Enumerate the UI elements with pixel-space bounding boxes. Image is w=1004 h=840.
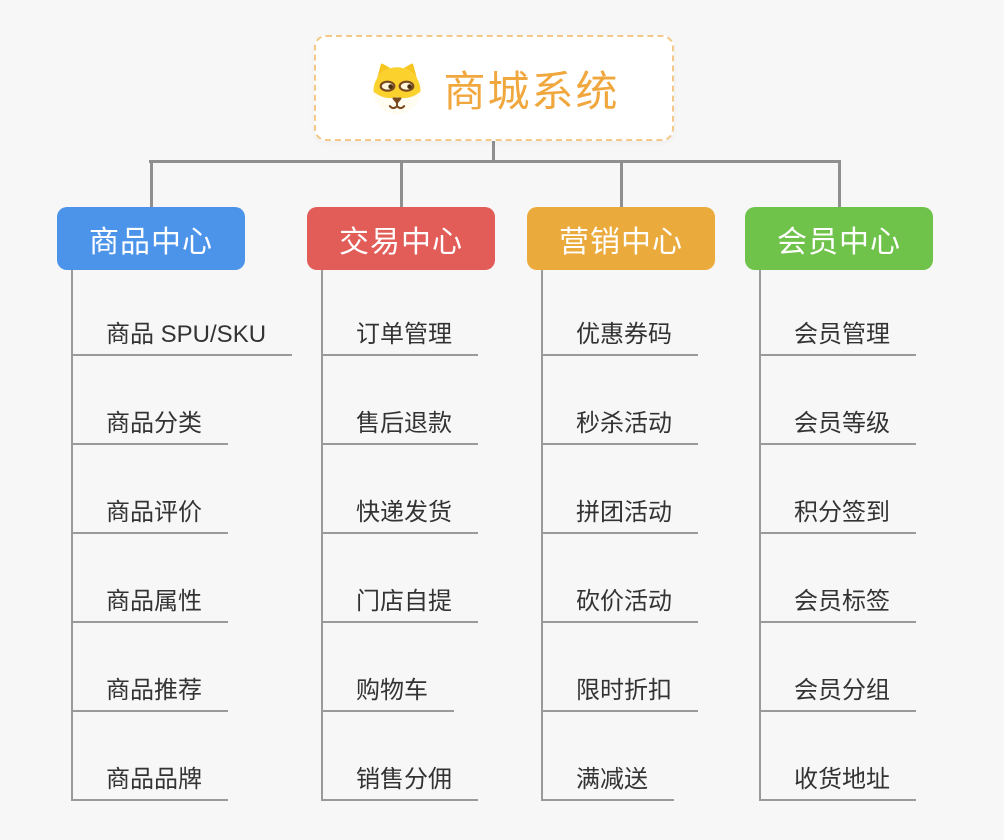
child-node[interactable]: 购物车 (321, 675, 454, 712)
branch-spine (321, 270, 323, 801)
branch-connector-stub (837, 160, 841, 207)
branch-node-1[interactable]: 商品中心 (57, 207, 245, 270)
child-node[interactable]: 商品品牌 (71, 764, 228, 801)
root-node[interactable]: 商城系统 (314, 35, 674, 141)
branch-node-4[interactable]: 会员中心 (745, 207, 933, 270)
child-node[interactable]: 会员管理 (759, 319, 916, 356)
branch-connector-stub (149, 160, 153, 207)
child-node[interactable]: 销售分佣 (321, 764, 478, 801)
root-connector-stub (492, 140, 495, 163)
child-node[interactable]: 商品评价 (71, 497, 228, 534)
child-node[interactable]: 限时折扣 (541, 675, 698, 712)
child-node[interactable]: 积分签到 (759, 497, 916, 534)
child-node[interactable]: 商品属性 (71, 586, 228, 623)
child-node[interactable]: 商品分类 (71, 408, 228, 445)
child-node[interactable]: 会员等级 (759, 408, 916, 445)
branch-connector-stub (399, 160, 403, 207)
child-node[interactable]: 门店自提 (321, 586, 478, 623)
child-node[interactable]: 优惠券码 (541, 319, 698, 356)
child-node[interactable]: 会员标签 (759, 586, 916, 623)
child-node[interactable]: 砍价活动 (541, 586, 698, 623)
branch-spine (71, 270, 73, 801)
child-node[interactable]: 会员分组 (759, 675, 916, 712)
branch-connector-stub (619, 160, 623, 207)
child-node[interactable]: 快递发货 (321, 497, 478, 534)
child-node[interactable]: 商品 SPU/SKU (71, 319, 293, 356)
branch-node-3[interactable]: 营销中心 (527, 207, 715, 270)
root-title: 商城系统 (443, 67, 620, 115)
branch-spine (541, 270, 543, 801)
child-node[interactable]: 订单管理 (321, 319, 478, 356)
child-node[interactable]: 售后退款 (321, 408, 478, 445)
connector-rail (149, 160, 841, 163)
dog-face-icon (374, 63, 421, 115)
branch-node-2[interactable]: 交易中心 (307, 207, 495, 270)
child-node[interactable]: 秒杀活动 (541, 408, 698, 445)
child-node[interactable]: 拼团活动 (541, 497, 698, 534)
child-node[interactable]: 收货地址 (759, 764, 916, 801)
branch-spine (759, 270, 761, 801)
child-node[interactable]: 满减送 (541, 764, 674, 801)
child-node[interactable]: 商品推荐 (71, 675, 228, 712)
